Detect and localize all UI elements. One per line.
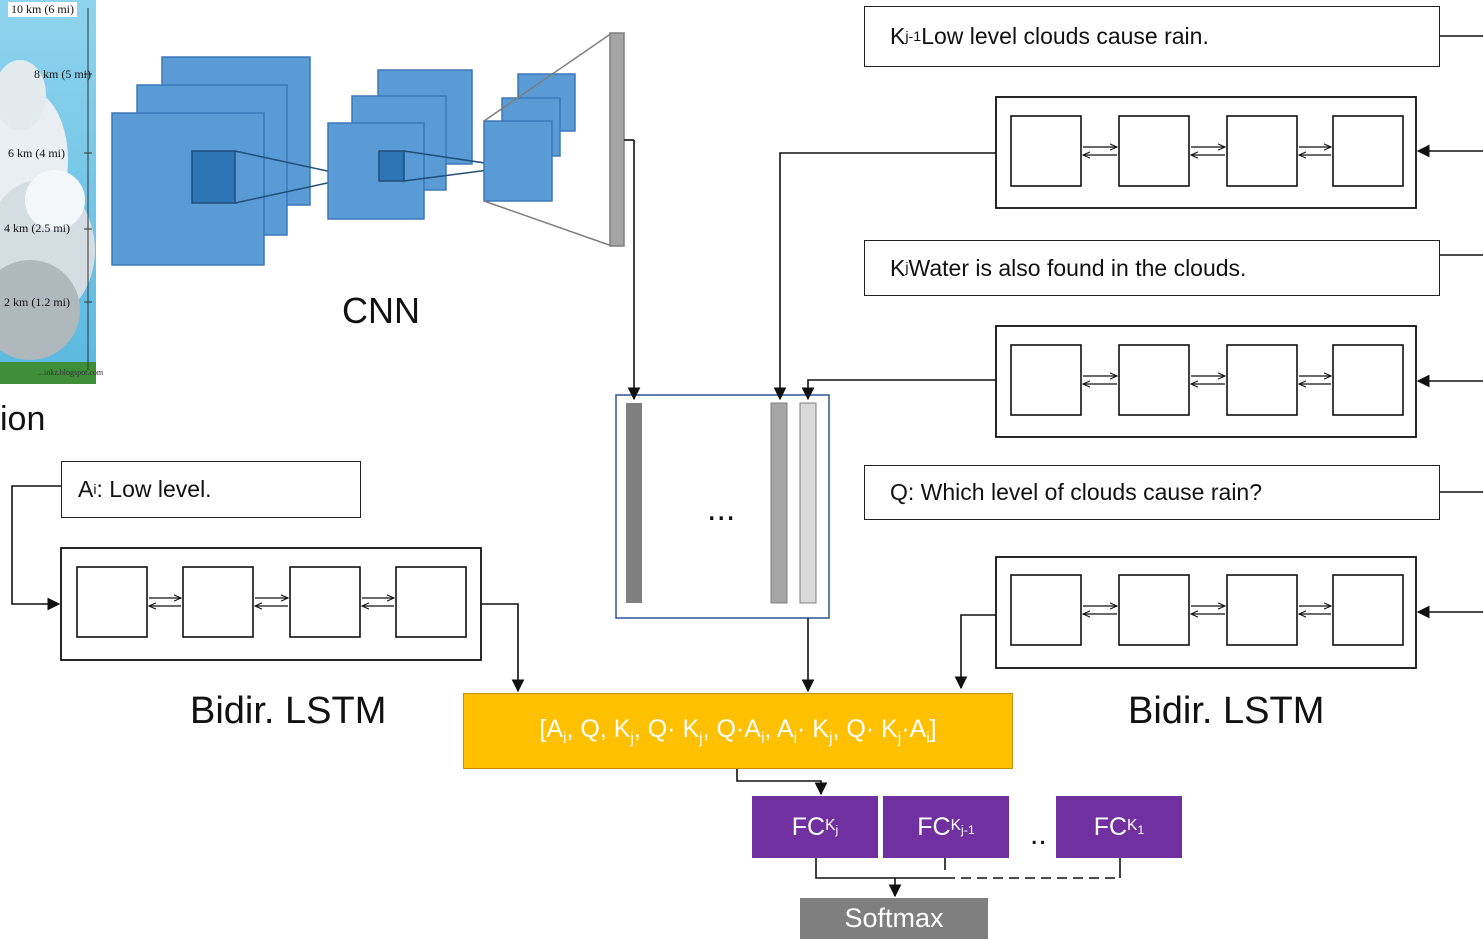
- lstm-cell: [1118, 574, 1190, 646]
- lstm-cell: [395, 566, 467, 638]
- connectors: [11, 35, 1483, 898]
- lstm-cell: [1010, 574, 1082, 646]
- lstm-cell: [182, 566, 254, 638]
- cnn-diagram: [111, 32, 625, 266]
- lstm-cell: [1010, 344, 1082, 416]
- lstm-cell: [1226, 574, 1298, 646]
- lstm-cell: [1118, 344, 1190, 416]
- lstm-cell: [1332, 574, 1404, 646]
- lstm-lower-right: [995, 556, 1417, 669]
- lstm-cell: [1332, 344, 1404, 416]
- lstm-cell: [289, 566, 361, 638]
- lstm-cell: [76, 566, 148, 638]
- lstm-middle-right: [995, 325, 1417, 438]
- lstm-cell: [1226, 115, 1298, 187]
- lstm-cell: [1010, 115, 1082, 187]
- feature-concat-panel: [615, 394, 830, 619]
- lstm-upper-right: [995, 96, 1417, 209]
- lstm-cell: [1332, 115, 1404, 187]
- lstm-left: [60, 547, 482, 661]
- lstm-cell: [1118, 115, 1190, 187]
- cloud-image-panel: [0, 0, 96, 384]
- lstm-cell: [1226, 344, 1298, 416]
